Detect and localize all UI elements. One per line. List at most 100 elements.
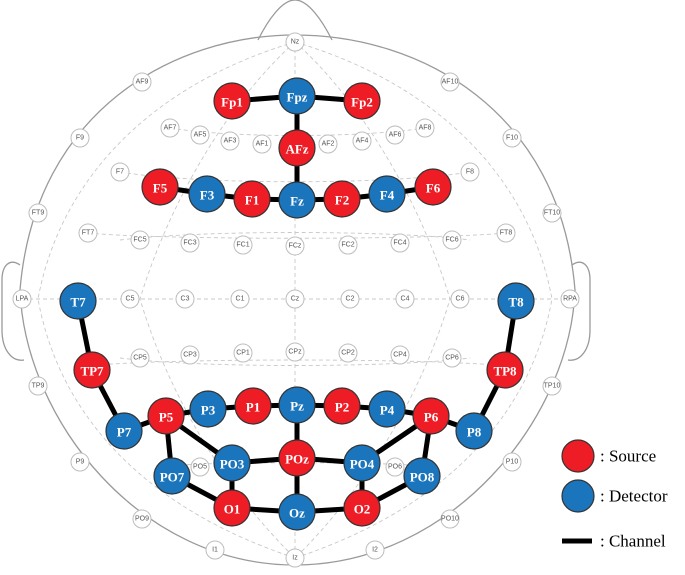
source-marker (213, 82, 251, 120)
ref-electrode-tp9: TP9 (28, 376, 48, 396)
ref-electrode-label: F10 (506, 135, 518, 142)
ref-electrode-marker (352, 131, 372, 151)
detector-marker (213, 444, 251, 482)
ref-electrode-cp5: CP5 (130, 348, 150, 368)
source-marker (486, 351, 524, 389)
ref-electrode-marker (340, 289, 360, 309)
ref-electrode-marker (440, 72, 460, 92)
ref-electrode-marker (205, 540, 225, 560)
ref-electrode-af9: AF9 (132, 72, 152, 92)
ref-electrode-af4: AF4 (352, 131, 372, 151)
optode-label: P2 (335, 400, 349, 415)
ref-electrode-marker (440, 509, 460, 529)
ref-electrode-label: C2 (346, 296, 355, 303)
legend-detector: : Detector (561, 479, 668, 513)
detector-marker (497, 282, 535, 320)
ref-electrode-label: CP6 (445, 355, 459, 362)
ref-electrode-marker (285, 32, 305, 52)
ref-electrode-label: F8 (466, 169, 474, 176)
ref-electrode-marker (78, 223, 98, 243)
detector-optode-po8: PO8 (403, 457, 441, 495)
ref-electrode-marker (390, 345, 410, 365)
optode-label: TP8 (493, 364, 517, 379)
optode-label: F1 (245, 193, 259, 208)
ref-electrode-marker (132, 72, 152, 92)
ref-electrode-label: I1 (212, 547, 218, 554)
optode-label: Pz (290, 399, 304, 414)
ref-electrode-po5: PO5 (190, 457, 210, 477)
ref-electrode-cp3: CP3 (180, 345, 200, 365)
ref-electrode-marker (542, 203, 562, 223)
ref-electrode-marker (252, 134, 272, 154)
ref-electrode-c6: C6 (450, 289, 470, 309)
detector-optode-oz: Oz (278, 493, 316, 531)
ref-electrode-ft9: FT9 (28, 203, 48, 223)
ref-electrode-c1: C1 (230, 289, 250, 309)
ref-electrode-marker (285, 342, 305, 362)
ref-electrode-nz: Nz (285, 32, 305, 52)
source-optode-f1: F1 (233, 180, 271, 218)
optode-label: F3 (200, 188, 215, 203)
optode-label: F6 (426, 181, 441, 196)
optode-label: T8 (508, 295, 524, 310)
source-marker (414, 168, 452, 206)
ref-electrode-i2: I2 (365, 540, 385, 560)
detector-optode-po3: PO3 (213, 444, 251, 482)
ref-electrode-p10: P10 (502, 452, 522, 472)
ref-electrode-marker (180, 233, 200, 253)
ref-electrode-c2: C2 (340, 289, 360, 309)
ref-electrode-af10: AF10 (440, 72, 460, 92)
ref-electrode-marker (442, 348, 462, 368)
optode-label: PO4 (350, 457, 375, 472)
optode-label: P7 (117, 425, 132, 440)
ref-electrode-label: FC5 (133, 237, 146, 244)
source-optode-f6: F6 (414, 168, 452, 206)
optode-label: PO8 (410, 470, 435, 485)
ref-electrode-marker (120, 289, 140, 309)
ref-electrode-marker (560, 289, 580, 309)
ref-electrode-label: C1 (236, 296, 245, 303)
ref-electrode-label: AF6 (389, 132, 402, 139)
ref-electrode-label: Cz (291, 296, 300, 303)
ref-electrode-marker (365, 540, 385, 560)
ref-electrode-label: AF1 (256, 141, 269, 148)
source-optode-fp2: Fp2 (343, 82, 381, 120)
source-marker (213, 489, 251, 527)
ref-electrode-label: FC3 (183, 240, 196, 247)
source-marker (278, 129, 316, 167)
ref-electrode-po6: PO6 (385, 457, 405, 477)
ref-electrode-marker (190, 457, 210, 477)
ref-electrode-label: AF10 (442, 79, 459, 86)
detector-marker (278, 77, 316, 115)
ref-electrode-marker (390, 233, 410, 253)
ref-electrode-marker (233, 235, 253, 255)
ref-electrode-label: AF5 (194, 132, 207, 139)
ref-electrode-af6: AF6 (385, 125, 405, 145)
ref-electrode-label: FC2 (341, 242, 354, 249)
ref-electrode-f7: F7 (110, 162, 130, 182)
ref-electrode-marker (442, 230, 462, 250)
legend-detector-label: : Detector (600, 487, 668, 506)
legend-source-marker (561, 439, 595, 473)
ref-electrode-cp2: CP2 (338, 343, 358, 363)
detector-marker (188, 175, 226, 213)
ref-electrode-label: C4 (401, 296, 410, 303)
ref-electrode-marker (460, 162, 480, 182)
source-optode-o2: O2 (343, 489, 381, 527)
legend: : Source : Detector : Channel (561, 439, 668, 551)
ref-electrode-af3: AF3 (220, 131, 240, 151)
ref-electrode-label: CP2 (341, 350, 355, 357)
ref-electrode-marker (450, 289, 470, 309)
ref-electrode-label: AF9 (136, 79, 149, 86)
detector-optode-fpz: Fpz (278, 77, 316, 115)
legend-detector-marker (561, 479, 595, 513)
ref-electrode-fc3: FC3 (180, 233, 200, 253)
ref-electrode-label: P9 (76, 459, 85, 466)
detector-optode-po4: PO4 (343, 444, 381, 482)
source-marker (343, 82, 381, 120)
ref-electrode-marker (542, 376, 562, 396)
ref-electrode-marker (415, 118, 435, 138)
ref-electrode-label: FT9 (32, 210, 45, 217)
optode-label: POz (285, 452, 309, 467)
ref-electrode-af1: AF1 (252, 134, 272, 154)
